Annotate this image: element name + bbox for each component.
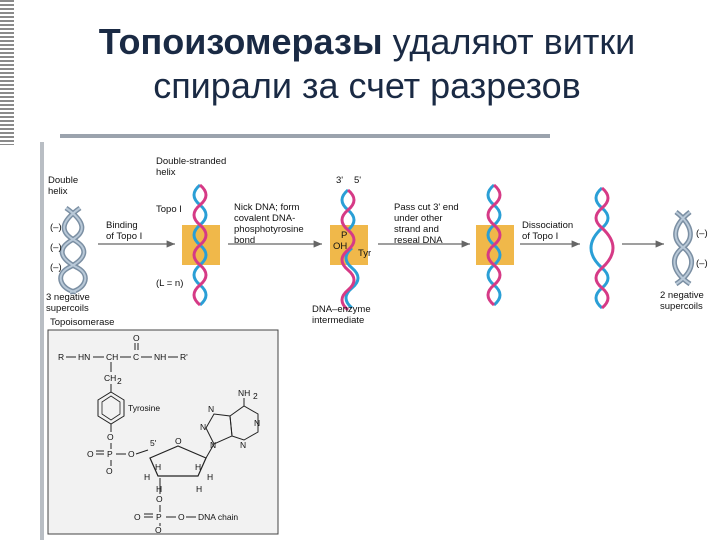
label-pass-2: under other <box>394 213 443 224</box>
dna-helix-2-nicked <box>340 188 360 312</box>
chem-imidazole-ring <box>205 413 233 445</box>
chem-p-1: P <box>107 449 113 459</box>
label-dissociation-1: Dissociation <box>522 220 573 231</box>
chem-hn: HN <box>78 352 90 362</box>
dna-helix-4-relaxed <box>589 186 615 310</box>
label-ds-helix-1: Double-stranded <box>156 156 226 167</box>
chem-ch: CH <box>106 352 118 362</box>
label-intermediate-1: DNA–enzyme <box>312 304 371 315</box>
chem-n-5: N <box>240 440 246 450</box>
label-intermediate-2: intermediate <box>312 315 364 326</box>
chem-nh: NH <box>154 352 166 362</box>
title-bold: Топоизомеразы <box>98 21 383 62</box>
label-two-neg-2: supercoils <box>660 301 703 312</box>
chem-o-6: O <box>178 512 185 522</box>
chem-h-3: H <box>144 472 150 482</box>
label-pass-3: strand and <box>394 224 439 235</box>
chem-5prime: 5' <box>150 438 157 448</box>
label-3prime: 3' <box>336 175 343 186</box>
label-pass-1: Pass cut 3' end <box>394 202 459 213</box>
chem-o-1: O <box>107 432 114 442</box>
chem-ring-o: O <box>175 436 182 446</box>
label-nick-1: Nick DNA; form <box>234 202 300 213</box>
label-three-neg-1: 3 negative <box>46 292 90 303</box>
dna-helix-3 <box>486 183 502 307</box>
chem-o-3: O <box>128 449 135 459</box>
chem-panel <box>47 329 279 535</box>
label-pass-4: reseal DNA <box>394 235 443 246</box>
label-tyr: Tyr <box>358 248 371 259</box>
chem-n-1: N <box>210 440 216 450</box>
title-underline <box>60 134 550 138</box>
dna-helix-1 <box>192 183 208 307</box>
label-three-neg-2: supercoils <box>46 303 89 314</box>
chem-h-4: H <box>207 472 213 482</box>
chem-n-4: N <box>254 418 260 428</box>
title-line2: спирали за счет разрезов <box>153 65 581 106</box>
label-nick-4: bond <box>234 235 255 246</box>
chem-o-5: O <box>134 512 141 522</box>
chem-r: R <box>58 352 64 362</box>
content-left-rule <box>40 142 44 540</box>
chem-tyrosine: Tyrosine <box>128 403 160 413</box>
label-l-eq-n: (L = n) <box>156 278 183 289</box>
label-nick-2: covalent DNA- <box>234 213 295 224</box>
chem-h-5: H <box>156 484 162 494</box>
chem-nh2-sub: 2 <box>253 391 258 401</box>
label-ds-helix-2: helix <box>156 167 176 178</box>
chem-o-2: O <box>87 449 94 459</box>
chem-sugar-ring <box>149 445 207 477</box>
label-binding-2: of Topo I <box>106 231 142 242</box>
chem-n-3: N <box>208 404 214 414</box>
neg-sign-4: (–) <box>696 228 708 239</box>
chem-o-minus-2: O <box>155 525 162 535</box>
chem-ch2-sub: 2 <box>117 376 122 386</box>
label-nick-3: phosphotyrosine <box>234 224 304 235</box>
title-line1: удаляют витки <box>382 21 636 62</box>
neg-sign-5: (–) <box>696 258 708 269</box>
label-p: P <box>341 230 347 241</box>
neg-sign-2: (–) <box>50 242 62 253</box>
chem-o-carbonyl: O <box>133 333 140 343</box>
chem-o-minus-1: O <box>106 466 113 476</box>
neg-sign-1: (–) <box>50 222 62 233</box>
chemistry-inset: Topoisomerase R HN CH C O NH R' CH 2 Tyr… <box>47 317 279 535</box>
chem-n-2: N <box>200 422 206 432</box>
label-5prime: 5' <box>354 175 361 186</box>
supercoil-two-negative <box>672 210 694 287</box>
chem-caption: Topoisomerase <box>50 317 114 328</box>
slide-title: Топоизомеразы удаляют витки спирали за с… <box>14 20 720 108</box>
label-double-helix-1: Double <box>48 175 78 186</box>
supercoil-three-negative <box>58 205 88 295</box>
chem-h-2: H <box>195 462 201 472</box>
label-topo1: Topo I <box>156 204 182 215</box>
chem-h-6: H <box>196 484 202 494</box>
chem-ch2: CH <box>104 373 116 383</box>
chem-o-4: O <box>156 494 163 504</box>
chem-dna-chain: DNA chain <box>198 512 238 522</box>
label-binding-1: Binding <box>106 220 138 231</box>
chem-nh2-base: NH <box>238 388 250 398</box>
label-dissociation-2: of Topo I <box>522 231 558 242</box>
neg-sign-3: (–) <box>50 262 62 273</box>
chem-c: C <box>133 352 139 362</box>
decorative-stripe <box>0 0 14 145</box>
chem-p-2: P <box>156 512 162 522</box>
label-double-helix-2: helix <box>48 186 68 197</box>
chem-h-1: H <box>155 462 161 472</box>
label-oh: OH <box>333 241 347 252</box>
label-two-neg-1: 2 negative <box>660 290 704 301</box>
chem-r-prime: R' <box>180 352 188 362</box>
